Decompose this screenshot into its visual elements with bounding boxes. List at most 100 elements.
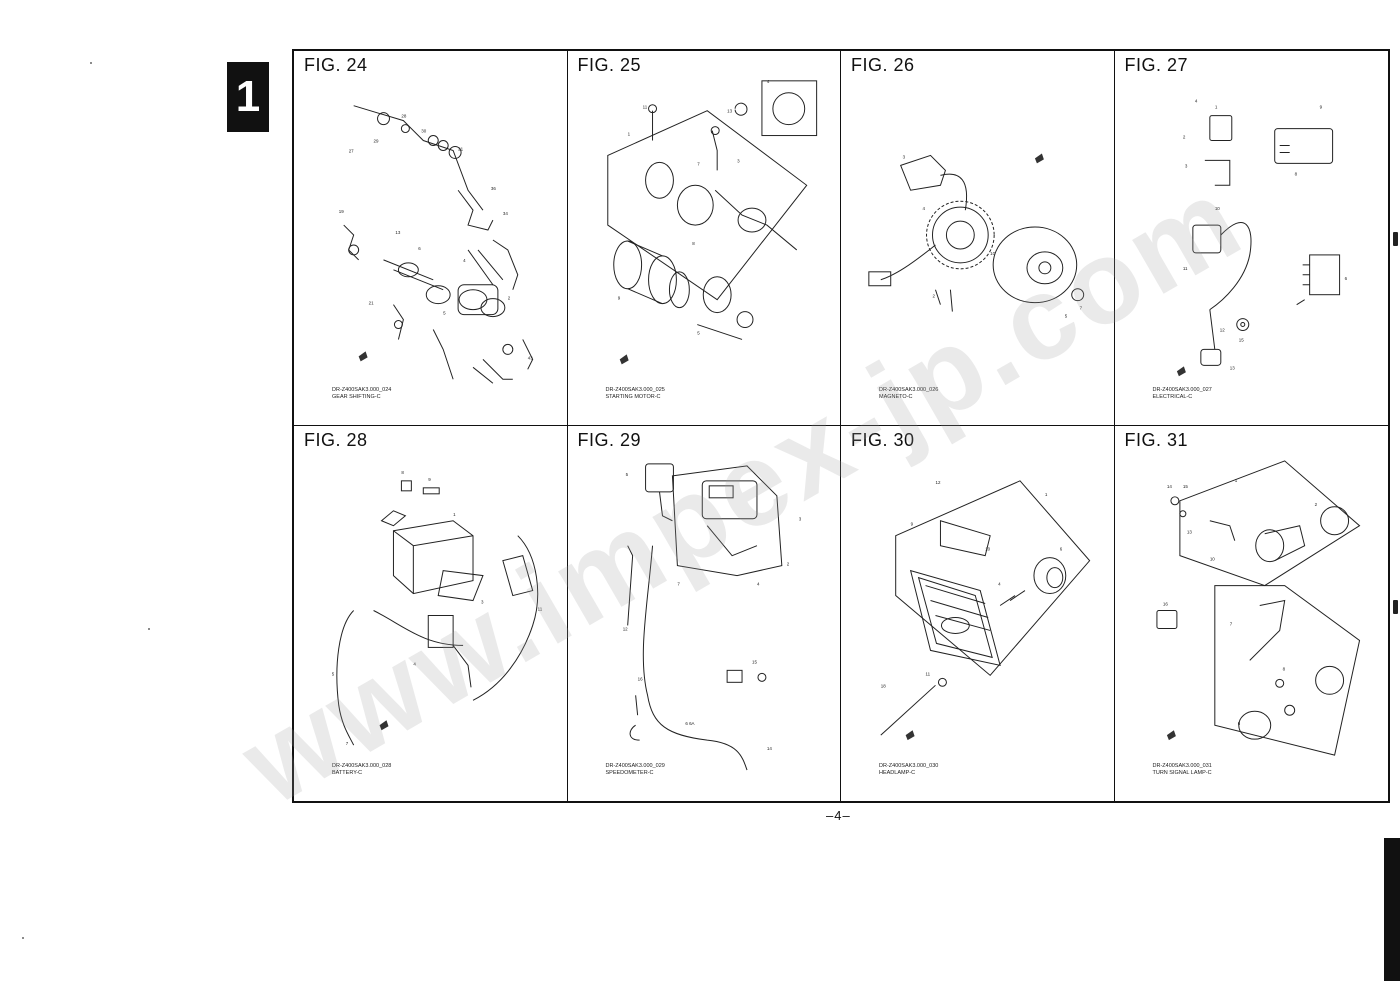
svg-text:13: 13 [1229,365,1234,370]
figure-name: ELECTRICAL-C [1152,394,1193,400]
svg-text:13: 13 [1186,530,1191,535]
svg-text:8: 8 [1294,171,1297,176]
svg-text:3: 3 [1184,163,1187,168]
svg-text:29: 29 [374,139,379,144]
svg-text:16: 16 [1162,602,1167,607]
figure-24[interactable]: FIG. 24 27 29 28 [294,51,568,426]
figure-title: FIG. 27 [1124,55,1189,75]
svg-text:34: 34 [503,211,508,216]
svg-text:3: 3 [903,154,906,159]
figure-title: FIG. 28 [304,430,368,450]
svg-text:6: 6 [1060,547,1063,552]
page-number: –4– [826,808,851,823]
svg-text:8: 8 [692,241,695,246]
figure-code: DR-Z400SAK3.000_031 [1152,763,1212,769]
edge-marker [1384,838,1400,981]
svg-text:5: 5 [332,671,335,676]
svg-text:15: 15 [1182,484,1187,489]
svg-text:6: 6 [1237,721,1240,726]
figure-caption: DR-Z400SAK3.000_025 STARTING MOTOR-C [606,387,665,401]
svg-text:5: 5 [625,472,628,477]
svg-text:7: 7 [1080,306,1083,311]
svg-text:2: 2 [1314,502,1317,507]
svg-text:7: 7 [697,161,700,166]
figure-code: DR-Z400SAK3.000_027 [1152,387,1212,393]
svg-text:9: 9 [617,296,620,301]
figure-name: MAGNETO-C [879,394,913,400]
figure-caption: DR-Z400SAK3.000_031 TURN SIGNAL LAMP-C [1153,763,1212,777]
svg-text:21: 21 [458,146,463,151]
svg-text:3: 3 [798,517,801,522]
svg-text:13: 13 [395,230,400,235]
section-tab: 1 [227,62,269,132]
svg-text:2: 2 [508,296,511,301]
svg-text:3: 3 [737,158,740,163]
svg-text:1: 1 [453,512,456,517]
svg-text:4: 4 [463,258,466,263]
figure-title: FIG. 24 [304,55,368,75]
figure-caption: DR-Z400SAK3.000_026 MAGNETO-C [879,387,938,401]
svg-text:6 6A: 6 6A [685,721,694,726]
svg-text:10: 10 [990,251,995,256]
svg-text:27: 27 [349,148,354,153]
svg-text:11: 11 [642,105,647,110]
svg-text:1: 1 [1214,105,1217,110]
svg-text:28: 28 [401,114,406,119]
svg-text:1: 1 [627,132,630,137]
svg-text:16: 16 [637,676,642,681]
svg-text:12: 12 [935,480,940,485]
svg-text:14: 14 [766,746,771,751]
svg-text:7: 7 [1229,621,1232,626]
figure-code: DR-Z400SAK3.000_024 [332,387,392,393]
svg-text:3: 3 [481,600,484,605]
figure-name: SPEEDOMETER-C [605,770,654,776]
figure-title: FIG. 25 [577,55,642,75]
speedometer-diagram: 5 3 2 4 7 12 16 15 6 6A 14 [622,463,801,771]
svg-text:7: 7 [677,582,680,587]
svg-text:36: 36 [491,186,496,191]
svg-text:5: 5 [443,311,446,316]
svg-text:4: 4 [766,79,769,84]
svg-text:2: 2 [932,294,935,299]
figure-caption: DR-Z400SAK3.000_028 BATTERY-C [332,763,391,777]
figure-title: FIG. 30 [851,430,915,450]
svg-text:11: 11 [538,607,543,612]
svg-text:9: 9 [1319,105,1322,110]
figure-name: TURN SIGNAL LAMP-C [1152,770,1212,776]
svg-text:6: 6 [1344,276,1347,281]
svg-text:4: 4 [1194,99,1197,104]
svg-text:19: 19 [339,209,344,214]
svg-text:5: 5 [1065,314,1068,319]
svg-text:2: 2 [786,562,789,567]
figure-title: FIG. 31 [1124,430,1189,450]
svg-text:9: 9 [428,477,431,482]
figure-code: DR-Z400SAK3.000_029 [605,763,665,769]
svg-text:1: 1 [1045,492,1048,497]
figure-caption: DR-Z400SAK3.000_024 GEAR SHIFTING-C [332,387,391,401]
figure-code: DR-Z400SAK3.000_026 [879,387,939,393]
figure-caption: DR-Z400SAK3.000_029 SPEEDOMETER-C [606,763,665,777]
svg-text:2: 2 [1182,135,1185,140]
figure-code: DR-Z400SAK3.000_030 [879,763,939,769]
svg-text:4: 4 [756,582,759,587]
svg-text:4: 4 [413,661,416,666]
figure-title: FIG. 26 [851,55,915,75]
figure-name: GEAR SHIFTING-C [332,394,381,400]
svg-text:10: 10 [985,547,990,552]
svg-text:12: 12 [622,626,627,631]
svg-text:30: 30 [421,129,426,134]
svg-text:15: 15 [1238,337,1243,342]
svg-text:15: 15 [751,659,756,664]
figure-name: HEADLAMP-C [879,770,916,776]
